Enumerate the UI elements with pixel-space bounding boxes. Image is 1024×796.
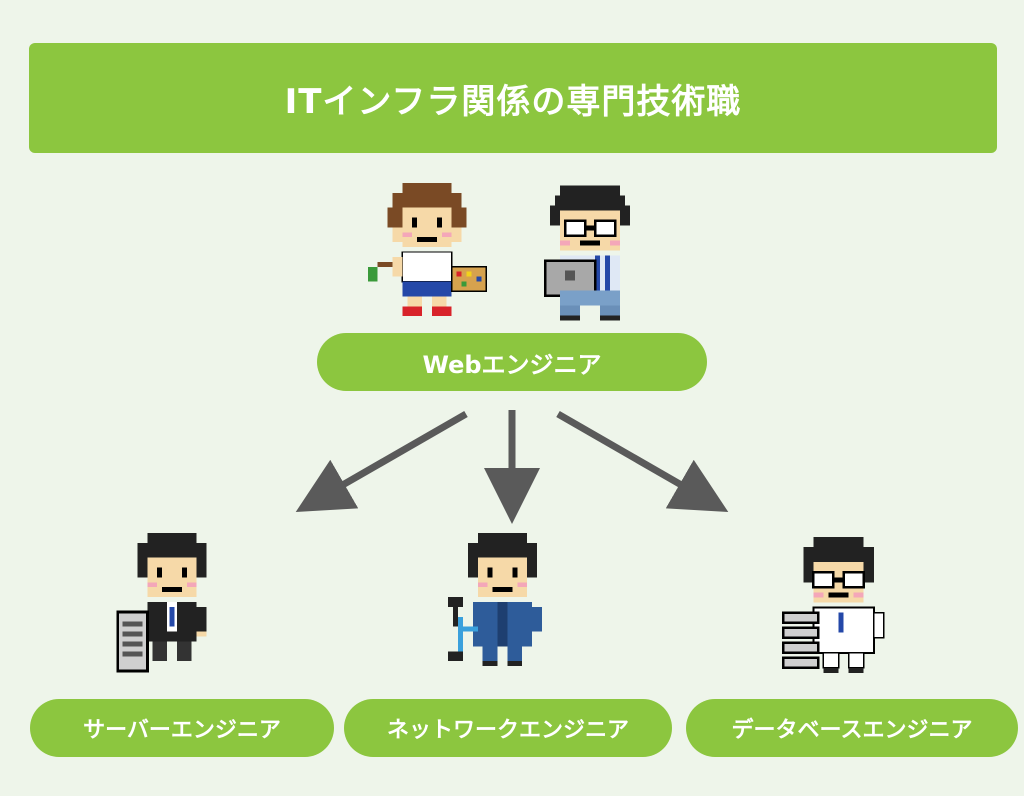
database-engineer-node: データベースエンジニア [686,699,1018,757]
arrow-to-database [556,410,729,512]
diagram-title: ITインフラ関係の専門技術職 [29,43,997,153]
web-engineer-node: Webエンジニア [317,333,707,391]
arrow-to-server [295,410,468,512]
network-engineer-node: ネットワークエンジニア [344,699,672,757]
database-engineer-character-icon [781,537,885,673]
server-engineer-character-icon [116,532,207,673]
programmer-character-icon [543,185,630,321]
designer-character-icon [367,182,487,317]
network-engineer-character-icon [448,532,542,667]
server-engineer-node: サーバーエンジニア [30,699,334,757]
